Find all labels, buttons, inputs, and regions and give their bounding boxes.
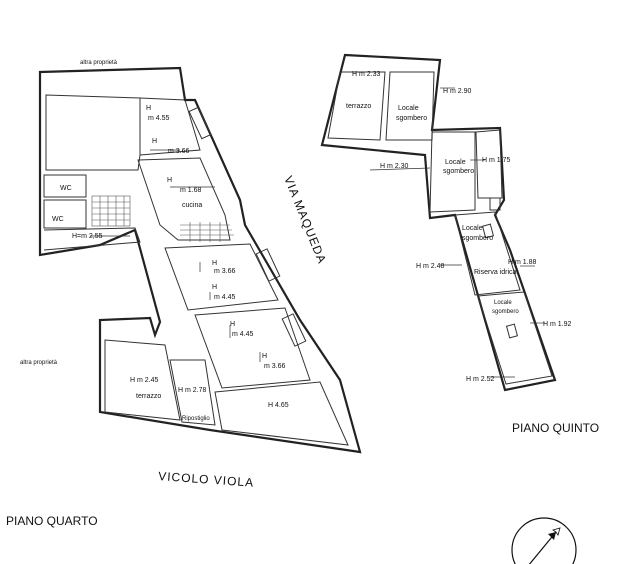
quarto-room-445b bbox=[194, 307, 311, 389]
quinto-hm175: H m 1.75 bbox=[482, 157, 511, 164]
quarto-m445a: m 4.45 bbox=[214, 294, 236, 301]
quinto-locale4-room bbox=[477, 291, 553, 385]
quarto-terrazzo-room bbox=[104, 339, 181, 421]
quinto-height-markers bbox=[369, 87, 545, 378]
quarto-outer-wall bbox=[38, 66, 362, 454]
quarto-cucina: cucina bbox=[182, 202, 202, 209]
quinto-hm248: H m 2.48 bbox=[416, 263, 445, 270]
quarto-balcony-2 bbox=[281, 313, 307, 347]
quarto-h3: H bbox=[167, 177, 172, 184]
quarto-corridor bbox=[43, 227, 141, 251]
quinto-window-1 bbox=[481, 223, 495, 239]
quarto-balcony-1 bbox=[255, 248, 281, 282]
quarto-m455: m 4.55 bbox=[148, 115, 170, 122]
quinto-sgombero3: sgombero bbox=[462, 235, 493, 242]
quinto-riserva: Riserva idrica bbox=[474, 269, 517, 276]
quarto-h6: H bbox=[230, 321, 235, 328]
quinto-outer-wall bbox=[320, 53, 557, 392]
compass-arrow-icon bbox=[511, 517, 577, 564]
quinto-hm252: H m 2.52 bbox=[466, 376, 495, 383]
neighbour-left-label: altra proprietà bbox=[20, 360, 58, 366]
quarto-stair-block bbox=[91, 195, 131, 227]
quarto-hm245: H m 2.45 bbox=[130, 377, 159, 384]
quarto-h4: H bbox=[212, 260, 217, 267]
quarto-wc1: WC bbox=[60, 185, 72, 192]
quarto-m366a: m 3.66 bbox=[168, 148, 190, 155]
quarto-wc2-room bbox=[43, 199, 87, 229]
quarto-room-top-right bbox=[139, 97, 201, 156]
quarto-h465: H 4.65 bbox=[268, 402, 289, 409]
quarto-h1: H bbox=[146, 105, 151, 112]
quarto-balcony-3 bbox=[188, 106, 212, 140]
quarto-m168: m 1.68 bbox=[180, 187, 202, 194]
quarto-terrazzo: terrazzo bbox=[136, 393, 161, 400]
quarto-h7: H bbox=[262, 353, 267, 360]
piano-quarto-plan bbox=[38, 66, 362, 454]
street-vicolo-viola: VICOLO VIOLA bbox=[158, 469, 255, 490]
quarto-m445b: m 4.45 bbox=[232, 331, 254, 338]
quinto-locale2: Locale bbox=[445, 159, 466, 166]
quinto-locale4: Locale bbox=[494, 300, 512, 306]
quarto-hm255: H=m 2,55 bbox=[72, 233, 103, 240]
floor-label-quinto: PIANO QUINTO bbox=[512, 421, 599, 435]
quinto-hm188: H m 1.88 bbox=[508, 259, 537, 266]
quarto-m366c: m 3.66 bbox=[264, 363, 286, 370]
piano-quinto-plan bbox=[320, 53, 557, 392]
quarto-room-465 bbox=[214, 381, 349, 446]
quinto-locale3: Locale bbox=[462, 225, 483, 232]
quinto-hm290: H m 2.90 bbox=[443, 88, 472, 95]
quarto-wc1-room bbox=[43, 174, 87, 198]
quinto-window-2 bbox=[505, 323, 519, 339]
quarto-stair-cucina bbox=[180, 222, 234, 242]
quinto-hm233: H m 2.33 bbox=[352, 71, 381, 78]
quinto-small-room bbox=[475, 129, 503, 199]
quarto-h5: H bbox=[212, 284, 217, 291]
quarto-room-top-left bbox=[45, 94, 141, 171]
quinto-hm230: H m 2.30 bbox=[380, 163, 409, 170]
quinto-stair-hatch bbox=[489, 197, 501, 211]
quinto-terrazzo-room bbox=[327, 71, 386, 141]
quinto-locale3-room bbox=[454, 211, 521, 296]
quarto-ripostiglio-room bbox=[169, 359, 216, 426]
quarto-height-markers bbox=[90, 112, 261, 362]
quarto-cucina-room bbox=[137, 157, 231, 241]
quarto-hm278: H m 2.78 bbox=[178, 387, 207, 394]
quinto-sgombero2: sgombero bbox=[443, 168, 474, 175]
quinto-sgombero4: sgombero bbox=[492, 309, 519, 315]
quarto-ripostiglio: Ripostiglio bbox=[182, 416, 210, 422]
quinto-terrazzo: terrazzo bbox=[346, 103, 371, 110]
quarto-wc2: WC bbox=[52, 216, 64, 223]
neighbour-top-label: altra proprietà bbox=[80, 60, 118, 66]
street-via-maqueda: VIA MAQUEDA bbox=[281, 174, 329, 266]
quarto-room-366b bbox=[164, 243, 279, 311]
quarto-m366b: m 3.66 bbox=[214, 268, 236, 275]
quarto-h2: H bbox=[152, 138, 157, 145]
quinto-locale2-room bbox=[429, 131, 476, 213]
floor-label-quarto: PIANO QUARTO bbox=[6, 514, 98, 528]
quinto-hm192: H m 1.92 bbox=[543, 321, 572, 328]
quinto-sgombero1: sgombero bbox=[396, 115, 427, 122]
quinto-locale1: Locale bbox=[398, 105, 419, 112]
